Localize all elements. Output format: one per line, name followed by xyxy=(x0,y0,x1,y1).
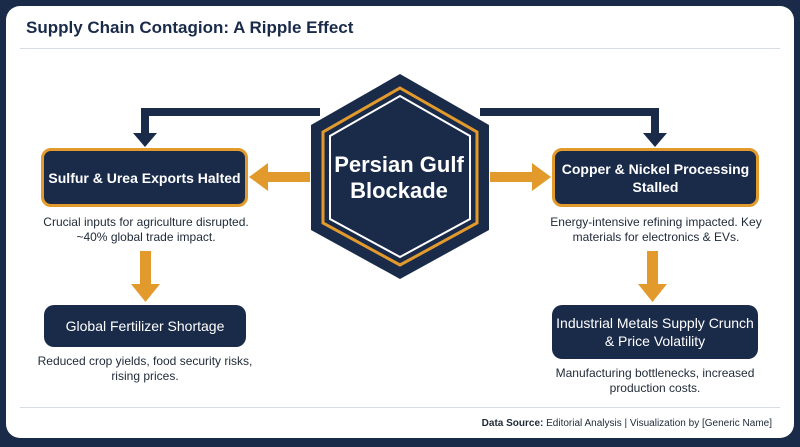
right-elbow-connector xyxy=(480,108,659,136)
left-elbow-connector xyxy=(141,108,320,136)
footer-divider xyxy=(20,407,780,408)
right-secondary-box: Industrial Metals Supply Crunch & Price … xyxy=(552,305,758,359)
left-horizontal-arrow-shaft xyxy=(266,172,310,182)
center-hexagon-label: Persian Gulf Blockade xyxy=(334,152,464,203)
left-primary-box: Sulfur & Urea Exports Halted xyxy=(41,148,248,207)
title-divider xyxy=(20,48,780,49)
left-elbow-arrowhead xyxy=(133,133,157,147)
hexagon-outer xyxy=(311,74,489,279)
hexagon-orange-ring xyxy=(321,86,479,267)
data-source-footer: Data Source: Editorial Analysis | Visual… xyxy=(482,418,772,429)
left-down-arrow-shaft xyxy=(140,251,151,287)
right-elbow-arrowhead xyxy=(643,133,667,147)
data-source-label: Data Source: xyxy=(481,418,544,429)
right-primary-box: Copper & Nickel Processing Stalled xyxy=(552,148,759,207)
right-primary-description: Energy-intensive refining impacted. Key … xyxy=(550,215,762,244)
right-down-arrowhead xyxy=(638,284,667,302)
left-primary-description: Crucial inputs for agriculture disrupted… xyxy=(43,215,249,244)
right-horizontal-arrow-shaft xyxy=(490,172,534,182)
data-source-text: Editorial Analysis | Visualization by [G… xyxy=(546,418,772,429)
right-horizontal-arrowhead xyxy=(532,163,551,191)
left-secondary-description: Reduced crop yields, food security risks… xyxy=(37,354,253,383)
left-secondary-box: Global Fertilizer Shortage xyxy=(44,305,246,347)
right-secondary-description: Manufacturing bottlenecks, increased pro… xyxy=(555,366,755,395)
left-horizontal-arrowhead xyxy=(249,163,268,191)
page-title: Supply Chain Contagion: A Ripple Effect xyxy=(26,18,354,37)
hexagon-white-ring xyxy=(329,94,471,259)
right-down-arrow-shaft xyxy=(647,251,658,287)
left-down-arrowhead xyxy=(131,284,160,302)
